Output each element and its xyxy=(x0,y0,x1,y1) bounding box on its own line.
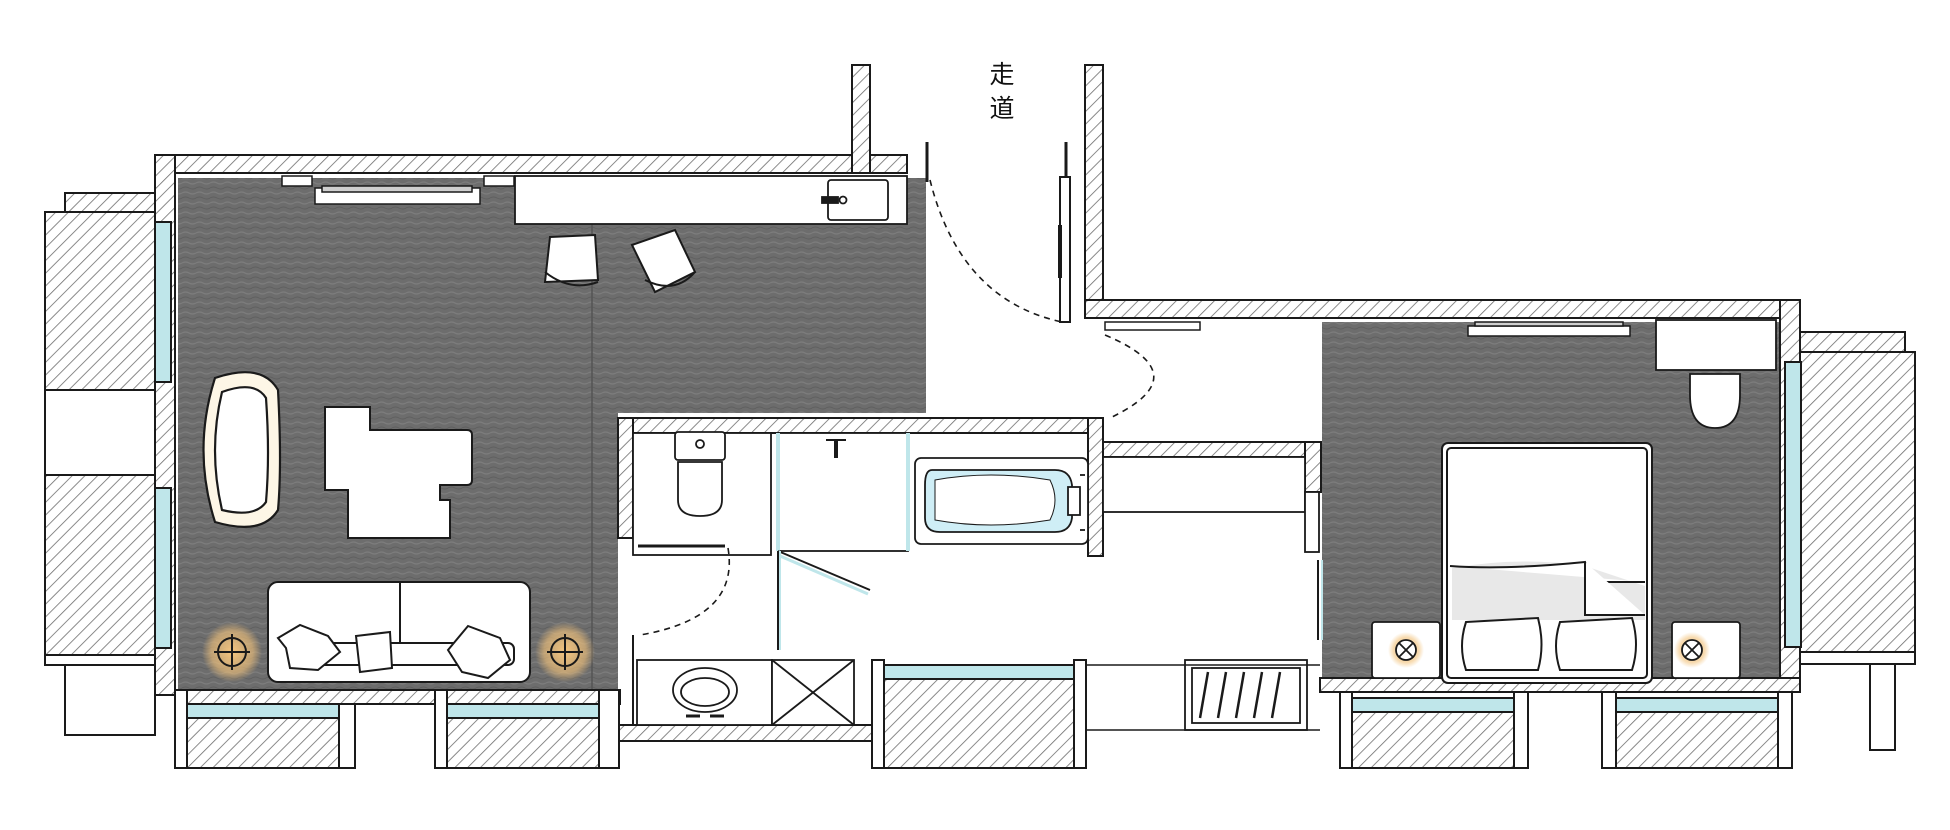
bottom-window-bays xyxy=(174,659,1793,769)
corridor-label-line2: 道 xyxy=(989,94,1015,123)
entry-door[interactable] xyxy=(925,142,1201,419)
coffee-table xyxy=(324,406,473,539)
nightstand-left xyxy=(1371,621,1441,679)
tv-cabinet xyxy=(281,175,515,205)
wardrobe xyxy=(1086,456,1323,731)
desk-counter xyxy=(514,175,908,225)
left-window-bays xyxy=(44,192,172,736)
bathroom xyxy=(632,431,1089,726)
corridor-label: 走 道 xyxy=(982,58,1022,126)
armchair xyxy=(202,371,282,528)
bedroom-tv xyxy=(1467,321,1631,337)
sofa xyxy=(267,581,531,683)
floor-lamp-left xyxy=(202,622,262,682)
desk-chair-1 xyxy=(543,233,600,287)
bed-pillows xyxy=(1461,616,1637,671)
bedroom-vanity-desk xyxy=(1655,319,1777,429)
right-window-bays xyxy=(1784,331,1916,751)
floor-lamp-right xyxy=(535,622,595,682)
desk-chair-2 xyxy=(630,228,697,294)
nightstand-right xyxy=(1671,621,1741,679)
corridor-label-line1: 走 xyxy=(989,60,1015,89)
